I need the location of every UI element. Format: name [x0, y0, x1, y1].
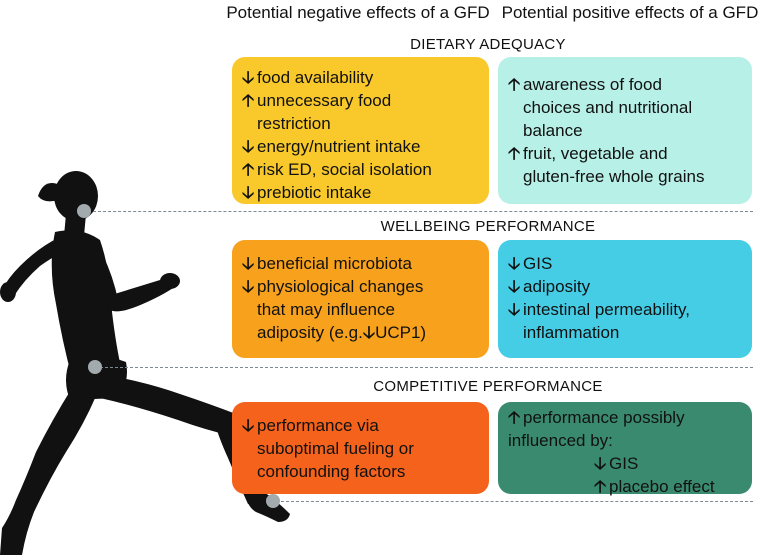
effect-text: choices and nutritional	[523, 98, 693, 117]
effect-text: that may influence	[257, 300, 395, 319]
section-title-competitive: COMPETITIVE PERFORMANCE	[373, 378, 603, 395]
effect-text-part: UCP1)	[375, 323, 427, 342]
dietary-negative-box: 🡣food availability 🡡unnecessary food res…	[232, 57, 489, 204]
effect-text: inflammation	[523, 323, 620, 342]
wellbeing-negative-box: 🡣beneficial microbiota 🡣physiological ch…	[232, 240, 489, 358]
positive-effects-header: Potential positive effects of a GFD	[501, 3, 759, 22]
down-arrow-icon: 🡣	[242, 137, 255, 156]
section-title-wellbeing: WELLBEING PERFORMANCE	[380, 218, 596, 235]
negative-effects-header: Potential negative effects of a GFD	[226, 3, 490, 22]
effect-text: performance via	[257, 416, 379, 435]
effect-text-part: adiposity (e.g.	[257, 323, 363, 342]
effect-text: gluten-free whole grains	[523, 167, 705, 186]
marker-dot	[266, 494, 280, 508]
down-arrow-icon: 🡣	[508, 300, 521, 319]
effect-text: influenced by:	[508, 431, 613, 450]
effect-text: beneficial microbiota	[257, 254, 412, 273]
down-arrow-icon: 🡣	[242, 68, 255, 87]
effect-text: GIS	[523, 254, 553, 273]
up-arrow-icon: 🡡	[508, 75, 521, 94]
effect-text: confounding factors	[257, 462, 406, 481]
competitive-positive-box: 🡡performance possibly influenced by: 🡣GI…	[498, 402, 752, 496]
effect-text: performance possibly	[523, 408, 685, 427]
effect-text: placebo effect	[609, 477, 715, 496]
effect-text: intestinal permeability,	[523, 300, 690, 319]
down-arrow-icon: 🡣	[508, 254, 521, 273]
effect-text: awareness of food	[523, 75, 662, 94]
down-arrow-icon: 🡣	[242, 183, 255, 202]
down-arrow-icon: 🡣	[508, 277, 521, 296]
down-arrow-icon: 🡣	[242, 254, 255, 273]
up-arrow-icon: 🡡	[594, 477, 607, 496]
effect-text: adiposity	[523, 277, 591, 296]
effect-text: restriction	[257, 114, 331, 133]
up-arrow-icon: 🡡	[508, 408, 521, 427]
effect-text: prebiotic intake	[257, 183, 372, 202]
up-arrow-icon: 🡡	[242, 91, 255, 110]
effect-text: food availability	[257, 68, 374, 87]
marker-dot	[88, 360, 102, 374]
section-title-dietary: DIETARY ADEQUACY	[410, 36, 566, 53]
effect-text: unnecessary food	[257, 91, 392, 110]
down-arrow-icon: 🡣	[594, 454, 607, 473]
effect-text: risk ED, social isolation	[257, 160, 432, 179]
marker-dot	[77, 204, 91, 218]
up-arrow-icon: 🡡	[242, 160, 255, 179]
down-arrow-icon: 🡣	[242, 277, 255, 296]
down-arrow-icon: 🡣	[362, 323, 376, 342]
effect-text: suboptimal fueling or	[257, 439, 414, 458]
competitive-negative-box: 🡣performance via suboptimal fueling or c…	[232, 402, 489, 494]
down-arrow-icon: 🡣	[242, 416, 255, 435]
effect-text: energy/nutrient intake	[257, 137, 421, 156]
dietary-positive-box: 🡡awareness of food choices and nutrition…	[498, 57, 752, 204]
effect-text: GIS	[609, 454, 639, 473]
divider-line	[276, 501, 753, 502]
effect-text: fruit, vegetable and	[523, 144, 668, 163]
effect-text: physiological changes	[257, 277, 424, 296]
wellbeing-positive-box: 🡣GIS 🡣adiposity 🡣intestinal permeability…	[498, 240, 752, 358]
effect-text: adiposity (e.g.🡣UCP1)	[242, 321, 479, 344]
up-arrow-icon: 🡡	[508, 144, 521, 163]
effect-text: balance	[523, 121, 583, 140]
divider-line	[88, 211, 753, 212]
divider-line	[100, 367, 753, 368]
